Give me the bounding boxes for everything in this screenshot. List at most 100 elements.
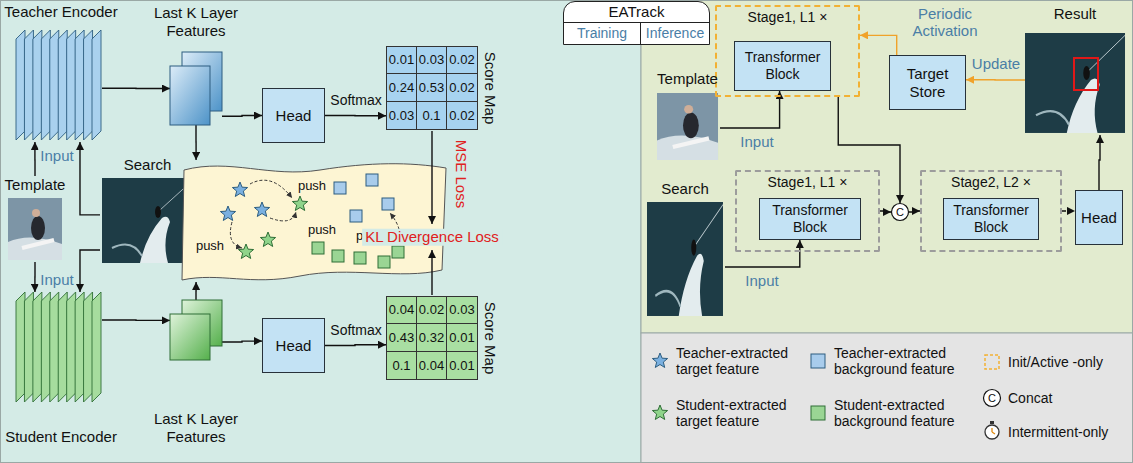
mode-tab-text: EATrack bbox=[564, 3, 709, 21]
annotation: MSE Loss bbox=[452, 134, 470, 214]
layer-slab bbox=[16, 30, 25, 140]
timer-knob bbox=[990, 421, 994, 424]
search-photo bbox=[647, 202, 723, 316]
legend-text: Teacher-extracted background feature bbox=[834, 345, 980, 377]
edge-label: Input bbox=[738, 133, 775, 150]
connector bbox=[34, 142, 35, 176]
connector bbox=[34, 262, 35, 292]
legend-text: Init/Active -only bbox=[1008, 354, 1130, 370]
connector bbox=[1062, 210, 1075, 212]
student-target-star bbox=[238, 244, 253, 258]
score-map-title: Score Map bbox=[481, 47, 499, 129]
loss-arrow bbox=[431, 250, 432, 295]
layer-slab bbox=[67, 30, 76, 140]
layer-slab bbox=[33, 30, 42, 140]
feature-map bbox=[170, 66, 210, 125]
legend-text: Intermittent-only bbox=[1008, 424, 1130, 440]
feature-maps-text: Last K Layer Features bbox=[146, 4, 246, 40]
timer-hands bbox=[992, 428, 995, 434]
photo-board bbox=[22, 240, 54, 248]
layer-slab bbox=[75, 292, 84, 402]
connector bbox=[80, 250, 100, 292]
inference-panel bbox=[641, 1, 1133, 334]
photo-spray bbox=[8, 237, 62, 260]
score-map-title: Score Map bbox=[481, 297, 499, 379]
score-cell: 0.1 bbox=[387, 352, 417, 379]
student-bg-square bbox=[378, 256, 390, 268]
layer-slab bbox=[67, 292, 76, 402]
teacher-target-star bbox=[254, 202, 269, 216]
loss-arrow bbox=[431, 131, 432, 224]
head-box-text: Head bbox=[1081, 209, 1117, 227]
score-cell: 0.01 bbox=[447, 352, 477, 379]
layer-slab bbox=[50, 30, 59, 140]
encoder-stack-shape bbox=[16, 292, 102, 404]
photo-rope bbox=[695, 205, 723, 245]
tab-cell: Training bbox=[564, 22, 641, 44]
layer-slab bbox=[24, 292, 33, 402]
layer-slab bbox=[92, 30, 101, 140]
photo-person bbox=[683, 112, 699, 138]
layer-slab bbox=[24, 30, 33, 140]
photo-head bbox=[32, 209, 40, 217]
connector bbox=[838, 97, 900, 203]
search-image: Search bbox=[645, 180, 725, 318]
encoder-stack-shape bbox=[16, 30, 102, 142]
feature-space-text: push bbox=[196, 238, 224, 254]
score-cell: 0.02 bbox=[417, 297, 447, 324]
score-cell: 0.03 bbox=[417, 47, 447, 74]
student-bg-square bbox=[354, 252, 366, 264]
template-image: Template bbox=[5, 176, 65, 262]
head-box: Head bbox=[262, 88, 325, 143]
legend-text: Concat bbox=[1008, 390, 1130, 406]
template-photo bbox=[8, 198, 62, 260]
legend-panel bbox=[641, 333, 1133, 463]
legend-text: Student-extracted background feature bbox=[834, 397, 980, 429]
encoder-stack-text: Student Encoder bbox=[3, 428, 119, 446]
photo-wave bbox=[1036, 111, 1069, 125]
score-cell: 0.02 bbox=[447, 74, 477, 101]
tracking-box bbox=[1074, 58, 1098, 90]
template-image-text: Template bbox=[635, 70, 740, 88]
photo-person bbox=[31, 216, 45, 240]
connector bbox=[222, 340, 262, 342]
connector bbox=[102, 88, 170, 90]
connector bbox=[195, 282, 196, 300]
transformer-block-text: Transformer Block bbox=[948, 202, 1034, 236]
photo-spray bbox=[1067, 78, 1100, 132]
concat-symbol: C bbox=[891, 203, 909, 221]
head-box: Head bbox=[1075, 190, 1123, 245]
connector bbox=[860, 35, 897, 55]
transformer-block: Transformer Block bbox=[734, 41, 831, 91]
photo-wave bbox=[655, 291, 680, 307]
feature-maps-shape bbox=[170, 52, 222, 125]
student-target-star bbox=[260, 232, 275, 246]
template-image: Template bbox=[655, 70, 720, 162]
photo-wave bbox=[112, 244, 142, 256]
concat-circle bbox=[892, 204, 909, 221]
student-target-star bbox=[292, 196, 307, 210]
score-cell: 0.32 bbox=[417, 324, 447, 351]
template-photo bbox=[657, 93, 718, 160]
edge-label: Input bbox=[743, 272, 780, 289]
student-bg-square bbox=[312, 242, 324, 254]
edge-label: Update bbox=[970, 55, 1022, 72]
feature-space-outline bbox=[182, 164, 446, 280]
teacher-bg-square bbox=[334, 182, 346, 194]
photo-water bbox=[8, 198, 62, 260]
feature-maps: Last K Layer Features bbox=[170, 52, 222, 125]
mode-tab: EATrackTrainingInference bbox=[563, 1, 710, 45]
stage-group-text: Stage1, L1 × bbox=[717, 9, 858, 26]
push-arrow bbox=[270, 212, 296, 221]
push-arrow bbox=[230, 222, 242, 248]
layer-slab bbox=[84, 292, 93, 402]
feature-space: pushpushpushpush bbox=[180, 160, 448, 282]
layer-slab bbox=[84, 30, 93, 140]
photo-water bbox=[1025, 33, 1125, 133]
legend-timer-icon bbox=[985, 421, 999, 439]
score-cell: 0.01 bbox=[447, 324, 477, 351]
photo-rope bbox=[1089, 35, 1125, 70]
score-cell: 0.1 bbox=[417, 102, 447, 129]
